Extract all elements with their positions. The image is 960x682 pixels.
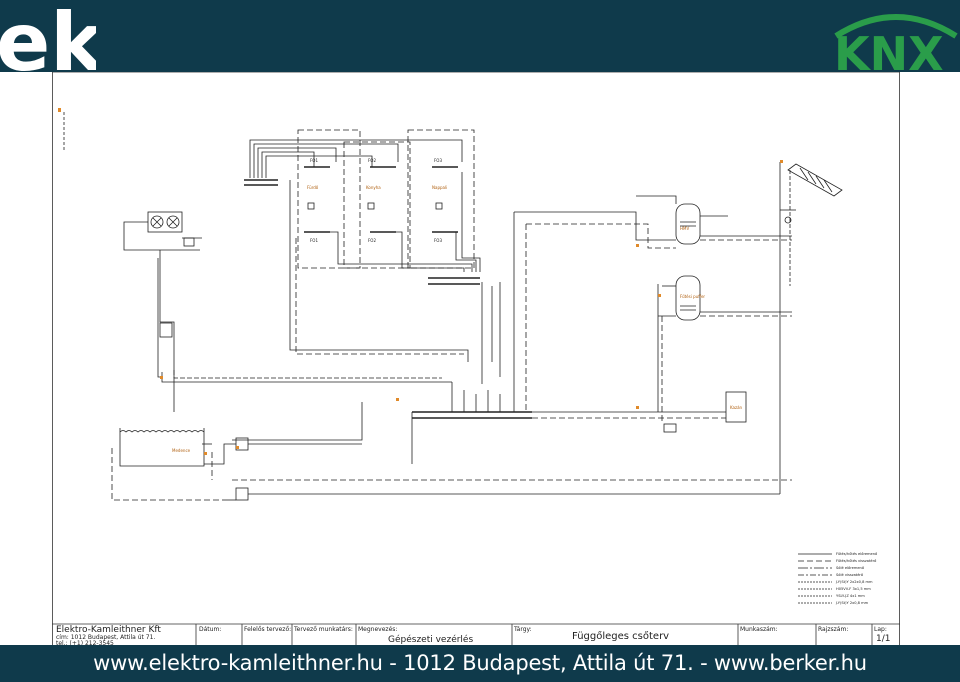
pool-basin xyxy=(119,428,205,467)
room-zones xyxy=(297,129,475,269)
sensor-marks xyxy=(160,160,783,455)
room-collectors xyxy=(304,166,458,233)
main-risers xyxy=(289,180,527,412)
dhw-system: HMV xyxy=(514,195,792,249)
hcs-box xyxy=(159,322,173,338)
svg-text:Konyha: Konyha xyxy=(366,185,381,190)
room-return-bundle xyxy=(330,172,481,285)
room-labels: Fürdő Konyha Nappali xyxy=(307,185,447,190)
header-bar: ek KNX xyxy=(0,0,960,72)
circuit-labels: FO1 FO2 FO3 FO1 FO2 FO3 xyxy=(310,158,442,243)
marker-icon xyxy=(58,108,61,112)
buffer-tank xyxy=(675,275,701,321)
pool-label: Medence xyxy=(172,448,191,453)
subject-value: Függőleges csőterv xyxy=(572,631,670,642)
knx-logo: KNX xyxy=(834,14,958,72)
worknum-label: Munkaszám: xyxy=(740,626,778,633)
page-value: 1/1 xyxy=(876,634,891,644)
buffer-tank-label: Fűtési puffer xyxy=(680,294,705,299)
svg-text:FO1: FO1 xyxy=(310,238,318,243)
name-label: Megnevezés: xyxy=(358,626,398,633)
heat-pump-unit xyxy=(147,211,183,233)
dhw-tank xyxy=(675,203,701,245)
legend: Fűtés/hűtés előremenő Fűtés/hűtés vissza… xyxy=(798,552,877,605)
pool-hcs-box-2 xyxy=(235,487,249,501)
footer-bar: www.elektro-kamleithner.hu - 1012 Budape… xyxy=(0,645,960,682)
legend-item: Sólé visszatérő xyxy=(836,573,863,577)
legend-item: YSLY-JZ 4x1 mm xyxy=(836,594,865,598)
company-phone: tel.: (+1) 212-3545 xyxy=(56,640,114,647)
legend-item: H05VV-F 3x1,5 mm xyxy=(836,587,871,591)
company-name: Elektro-Kamleithner Kft xyxy=(56,625,161,635)
buffer-system: Fűtési puffer xyxy=(657,275,792,422)
boiler-box xyxy=(725,391,747,423)
svg-text:Fürdő: Fürdő xyxy=(307,185,319,190)
name-value: Gépészeti vezérlés xyxy=(388,635,474,645)
drawing-sheet: FO1 FO2 FO3 FO1 FO2 FO3 Fürdő Konyha Nap… xyxy=(52,72,900,647)
page-label: Lap: xyxy=(874,626,887,633)
subject-label: Tárgy: xyxy=(514,626,532,633)
pool-system: Medence xyxy=(111,428,792,501)
title-block-frame xyxy=(52,623,900,646)
svg-text:FO2: FO2 xyxy=(368,238,376,243)
thermostat-icons xyxy=(307,202,443,210)
drawnum-label: Rajzszám: xyxy=(818,626,849,633)
legend-item: J-Y(St)Y 2x2x0,8 mm xyxy=(835,580,873,584)
svg-text:Nappali: Nappali xyxy=(432,185,447,190)
central-manifold xyxy=(202,382,532,464)
knx-swoosh-icon xyxy=(834,14,958,39)
collab-label: Tervező munkatárs: xyxy=(294,626,353,633)
legend-item: Sólé előremenő xyxy=(836,566,864,570)
boiler-system: Kazán xyxy=(532,391,747,433)
footer-text[interactable]: www.elektro-kamleithner.hu - 1012 Budape… xyxy=(93,651,867,675)
piping-diagram: FO1 FO2 FO3 FO1 FO2 FO3 Fürdő Konyha Nap… xyxy=(52,72,900,646)
legend-item: Fűtés/hűtés előremenő xyxy=(836,552,877,556)
ek-logo: ek xyxy=(0,4,96,72)
svg-text:FO3: FO3 xyxy=(434,158,442,163)
knx-logo-text: KNX xyxy=(834,27,944,72)
solar-collector xyxy=(779,162,843,494)
ek-logo-text: ek xyxy=(0,4,96,72)
date-label: Dátum: xyxy=(199,626,222,633)
svg-text:FO3: FO3 xyxy=(434,238,442,243)
heat-pump-piping xyxy=(123,221,452,412)
legend-item: Fűtés/hűtés visszatérő xyxy=(836,559,876,563)
room-supply-bundle xyxy=(244,139,463,186)
company-address: cím: 1012 Budapest, Attila út 71. xyxy=(56,634,156,641)
boiler-label: Kazán xyxy=(730,405,743,410)
legend-item: J-Y(St)Y 2x0,8 mm xyxy=(835,601,869,605)
sheet-frame xyxy=(52,72,900,646)
dhw-tank-label: HMV xyxy=(680,226,689,231)
designer-label: Felelős tervező: xyxy=(244,626,292,633)
